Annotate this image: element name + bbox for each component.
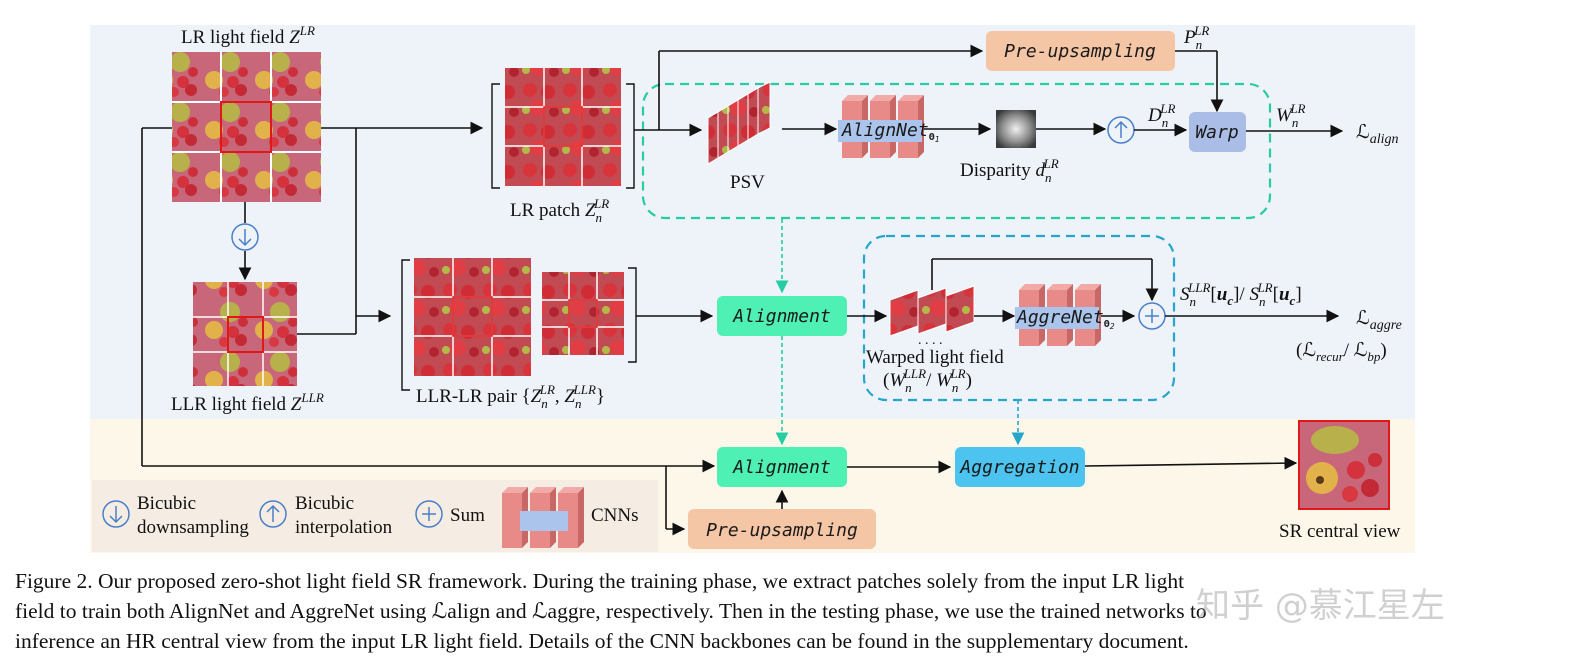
lr-light-field-label: LR light field ZLR <box>181 23 315 48</box>
llr-lr-pair-lr-image <box>414 258 531 376</box>
warped-light-field-label: Warped light field <box>866 347 1004 368</box>
caption-line-2: field to train both AlignNet and AggreNe… <box>15 599 1207 623</box>
legend-sum-icon <box>415 500 443 528</box>
lr-patch-label: LR patch ZnLR <box>510 196 609 225</box>
llr-light-field-label: LLR light field ZLLR <box>171 390 324 415</box>
disparity-label: Disparity dnLR <box>960 156 1059 185</box>
legend-down-icon <box>102 500 130 528</box>
legend-sum-label: Sum <box>450 505 485 526</box>
bicubic-downsampling-icon <box>231 223 259 251</box>
warp-block <box>1189 112 1246 152</box>
lr-patch-image <box>505 68 621 186</box>
alignnet-label: AlignNetΘ1 <box>841 120 940 144</box>
alignnet-cnn-block <box>838 95 924 158</box>
legend-up-icon <box>259 500 287 528</box>
legend-bicubic-up-1: Bicubic <box>295 493 354 514</box>
legend-cnns-label: CNNs <box>591 505 639 526</box>
alignment-mid-block <box>717 296 847 336</box>
figure-caption: Figure 2. Our proposed zero-shot light f… <box>15 566 1560 656</box>
alignment-bottom-block <box>717 447 847 487</box>
alignnet-dashed-group <box>641 82 1272 220</box>
d-lr-label: DnLR <box>1147 101 1175 130</box>
framework-diagram: LR light field ZLR LLR light field ZLLR … <box>90 23 1415 553</box>
sr-central-view-label: SR central view <box>1279 521 1401 542</box>
psv-label: PSV <box>730 172 765 193</box>
s-output-label: SnLLR[uc]/ SnLR[uc] <box>1180 280 1302 309</box>
caption-line-1: Figure 2. Our proposed zero-shot light f… <box>15 569 1185 593</box>
legend-cnn-icon <box>502 487 584 548</box>
llr-light-field-image <box>193 282 297 386</box>
pre-upsampling-bottom-block <box>688 509 876 549</box>
disparity-map-image <box>996 110 1036 148</box>
psv-stack-image <box>707 81 771 165</box>
alignment-bottom-label: Alignment <box>732 457 831 478</box>
alignment-mid-label: Alignment <box>732 306 831 327</box>
loss-aggre-label: ℒaggre <box>1356 308 1402 333</box>
pre-upsampling-top-label: Pre-upsampling <box>1004 41 1156 62</box>
caption-line-3: inference an HR central view from the in… <box>15 629 1189 653</box>
warped-light-field-symbol: (WnLLR/ WnLR) <box>883 366 972 395</box>
sr-central-view-image <box>1298 420 1390 510</box>
warped-light-field-image: . . . . <box>889 285 975 348</box>
lr-light-field-image <box>172 52 321 202</box>
w-lr-label: WnLR <box>1276 101 1306 130</box>
aggrenet-cnn-block <box>1015 284 1101 346</box>
pre-upsampling-top-block <box>986 31 1175 71</box>
aggrenet-label: AggreNetΘ2 <box>1016 307 1115 331</box>
ellipsis-icon: . . . . <box>918 333 943 348</box>
legend: Bicubic downsampling Bicubic interpolati… <box>102 487 639 548</box>
p-lr-label: PnLR <box>1183 23 1209 52</box>
loss-align-label: ℒalign <box>1356 122 1398 147</box>
watermark: 知乎 @慕江星左 <box>1196 586 1445 626</box>
pre-upsampling-bottom-label: Pre-upsampling <box>706 520 858 541</box>
legend-bicubic-down-2: downsampling <box>137 517 249 538</box>
legend-bicubic-down-1: Bicubic <box>137 493 196 514</box>
llr-lr-pair-llr-image <box>542 272 624 355</box>
aggregation-block <box>955 447 1085 487</box>
aggregation-label: Aggregation <box>959 457 1079 478</box>
warp-label: Warp <box>1195 122 1238 143</box>
llr-lr-pair-label: LLR-LR pair {ZnLR, ZnLLR} <box>416 382 605 411</box>
legend-bicubic-up-2: interpolation <box>295 517 393 538</box>
aggrenet-dashed-group <box>862 234 1176 402</box>
